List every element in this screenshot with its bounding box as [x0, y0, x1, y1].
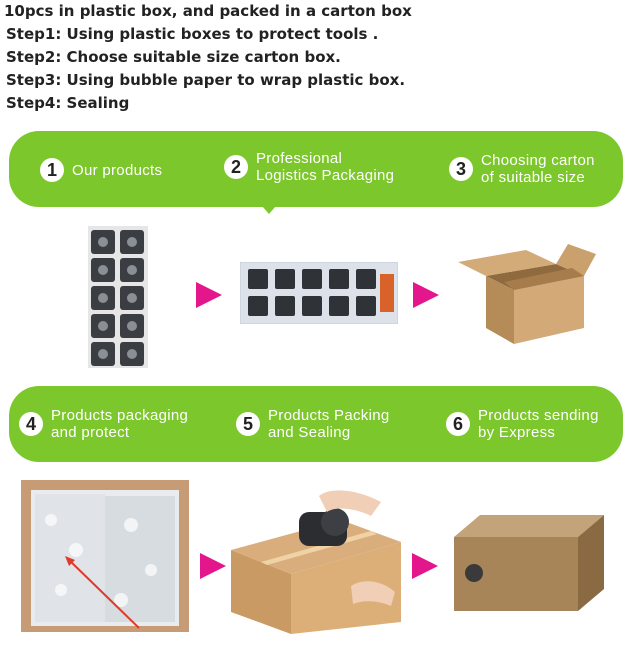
step-6: 6 Products sending by Express: [446, 407, 599, 441]
plastic-box-photo: [240, 262, 398, 324]
sealing-carton-photo: [231, 490, 401, 634]
header-line-step3: Step3: Using bubble paper to wrap plasti…: [6, 71, 406, 89]
step-number-badge: 6: [446, 412, 470, 436]
header-line-step2: Step2: Choose suitable size carton box.: [6, 48, 341, 66]
step-1: 1 Our products: [40, 158, 162, 182]
arrow-right-icon: [413, 282, 439, 308]
step-label: Products packaging and protect: [51, 407, 189, 441]
step-number-badge: 2: [224, 155, 248, 179]
product-inserts-photo: [88, 226, 148, 368]
bubble-wrap-box-photo: [21, 480, 189, 632]
arrow-right-icon: [200, 553, 226, 579]
sealed-shipping-box-photo: [454, 515, 604, 611]
steps-banner-top: [9, 131, 623, 207]
step-label: Products Packing and Sealing: [268, 407, 390, 441]
steps-banner-bottom: [9, 386, 623, 462]
step-number-badge: 5: [236, 412, 260, 436]
instructions-header: 10pcs in plastic box, and packed in a ca…: [0, 0, 644, 115]
arrow-right-icon: [196, 282, 222, 308]
arrow-right-icon: [412, 553, 438, 579]
step-label: Products sending by Express: [478, 407, 599, 441]
step-2: 2 Professional Logistics Packaging: [224, 150, 394, 184]
step-4: 4 Products packaging and protect: [19, 407, 188, 441]
header-line-step1: Step1: Using plastic boxes to protect to…: [6, 25, 379, 43]
step-number-badge: 4: [19, 412, 43, 436]
step-label: Professional Logistics Packaging: [256, 150, 395, 184]
step-number-badge: 1: [40, 158, 64, 182]
step-3: 3 Choosing carton of suitable size: [449, 152, 595, 186]
step-label: Choosing carton of suitable size: [481, 152, 595, 186]
header-line-packing: 10pcs in plastic box, and packed in a ca…: [4, 2, 412, 20]
header-line-step4: Step4: Sealing: [6, 94, 130, 112]
step-5: 5 Products Packing and Sealing: [236, 407, 390, 441]
step-label: Our products: [72, 161, 163, 179]
step-number-badge: 3: [449, 157, 473, 181]
open-carton-box-photo: [458, 244, 596, 344]
banner-notch: [262, 206, 276, 214]
